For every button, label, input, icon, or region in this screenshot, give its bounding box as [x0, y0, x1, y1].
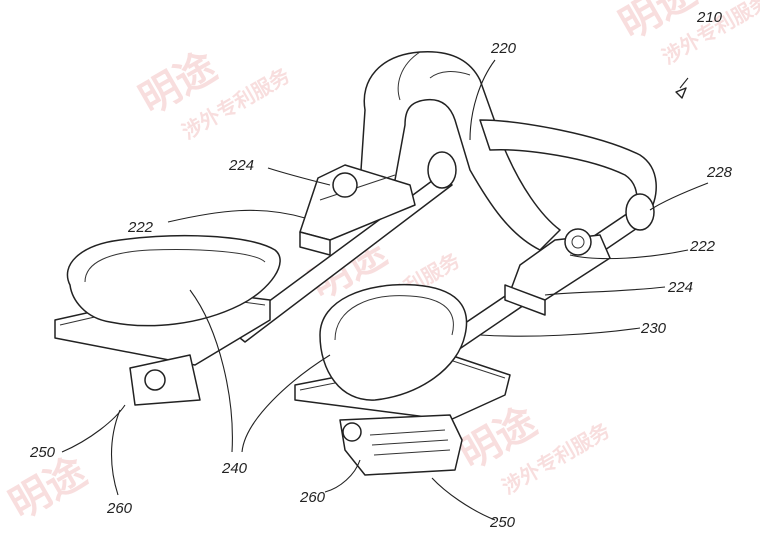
label-222-left: 222 — [127, 219, 154, 236]
armrest-right — [294, 283, 511, 476]
label-224-lower: 224 — [667, 279, 693, 296]
armrest-left — [54, 234, 281, 406]
label-228: 228 — [706, 164, 733, 181]
label-210: 210 — [696, 9, 723, 26]
label-224-upper: 224 — [228, 157, 254, 174]
clamp-224-right — [504, 228, 611, 316]
label-222-right: 222 — [689, 238, 716, 255]
leader-lines — [61, 59, 709, 521]
label-250-left: 250 — [29, 444, 56, 461]
handlebar-220 — [359, 51, 657, 251]
clamp-224-left — [299, 164, 416, 256]
label-240: 240 — [221, 460, 248, 477]
reference-labels: 210 220 224 228 222 222 224 230 240 250 … — [29, 9, 733, 531]
label-250-right: 250 — [489, 514, 516, 531]
label-220: 220 — [490, 40, 517, 57]
label-260-left: 260 — [106, 500, 133, 517]
label-260-right: 260 — [299, 489, 326, 506]
label-230: 230 — [640, 320, 667, 337]
